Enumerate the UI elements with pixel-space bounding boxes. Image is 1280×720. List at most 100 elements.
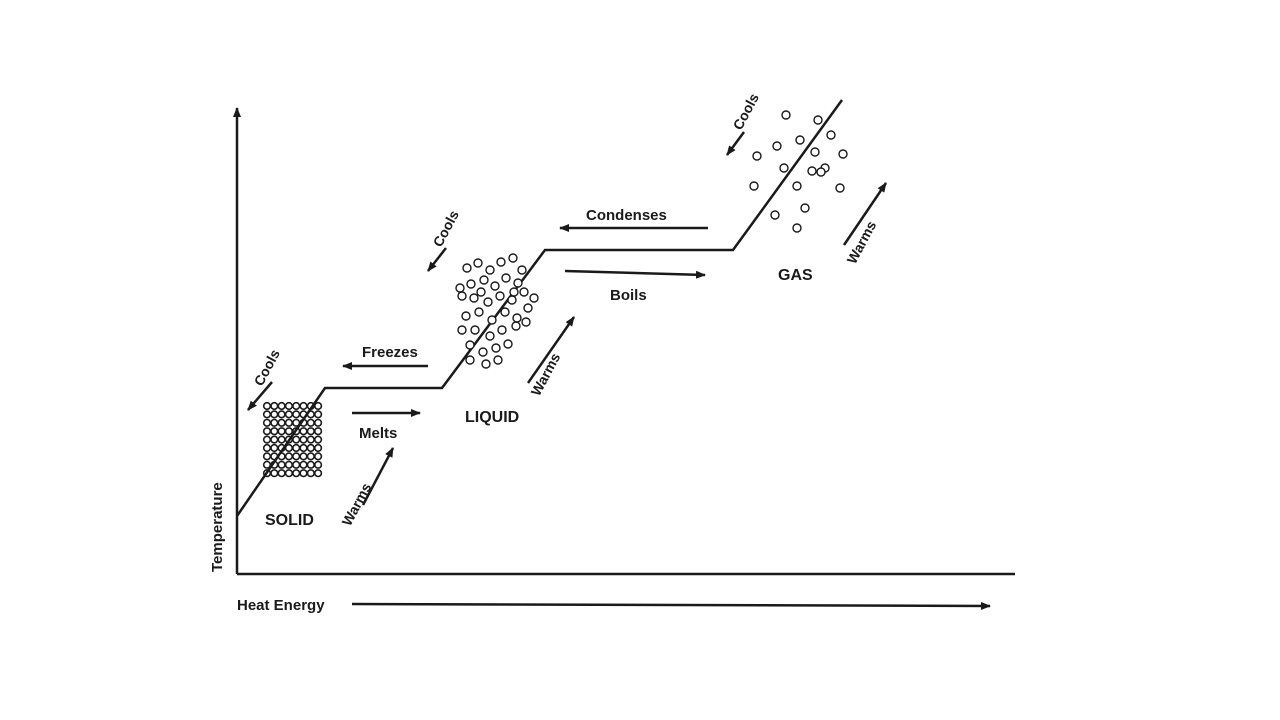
solid-particle	[277, 410, 286, 419]
solid-particle	[314, 443, 323, 453]
solid-particle	[314, 401, 323, 411]
solid-particle	[262, 452, 272, 461]
solid-particle	[270, 427, 279, 436]
boils-label: Boils	[610, 287, 647, 304]
gas-particle	[807, 166, 817, 176]
solid-particle	[306, 443, 315, 453]
solid-particle	[292, 410, 301, 419]
liquid-particle	[485, 331, 495, 341]
liquid-particle	[495, 291, 505, 301]
solid-particle	[284, 418, 294, 427]
heat-energy-arrow	[351, 601, 991, 610]
liquid-particle	[465, 355, 475, 365]
gas-particle	[792, 223, 802, 233]
solid-particle	[306, 469, 315, 478]
gas-particle	[779, 163, 789, 173]
condenses-label: Condenses	[586, 207, 667, 224]
liquid-particle	[455, 283, 465, 293]
solid-particle	[292, 460, 301, 469]
solid-particle	[314, 435, 323, 444]
solid-particle	[284, 460, 294, 469]
solid-particle	[284, 443, 294, 453]
liquid-particle	[457, 291, 467, 301]
gas-warms-label: Warms	[844, 218, 880, 266]
liquid-particle	[474, 307, 484, 317]
liquid-particle	[503, 339, 513, 349]
solid-particle	[262, 418, 272, 427]
solid-particle	[314, 460, 323, 469]
solid-particle	[306, 460, 315, 469]
liquid-particle	[513, 278, 523, 288]
gas-particle	[752, 151, 762, 161]
liquid-particle	[469, 293, 479, 303]
solid-particle	[306, 435, 315, 444]
solid-particle	[314, 452, 323, 461]
solid-particle	[284, 452, 294, 461]
gas-particle	[810, 147, 820, 157]
solid-particle	[292, 418, 301, 427]
liquid-warms-arrow	[526, 316, 576, 384]
liquid-particle	[470, 325, 480, 335]
solid-particles	[262, 401, 323, 478]
gas-particle	[800, 203, 810, 213]
gas-warms-arrow	[842, 182, 888, 246]
gas-particle	[826, 130, 836, 140]
solid-particle	[270, 469, 279, 478]
solid-particle	[262, 401, 272, 411]
gas-particle	[813, 115, 823, 125]
solid-particle	[292, 452, 301, 461]
liquid-particle	[511, 321, 521, 331]
solid-particle	[299, 427, 308, 436]
solid-particle	[277, 418, 286, 427]
solid-particle	[306, 452, 315, 461]
solid-particle	[299, 460, 308, 469]
gas-particles	[749, 110, 848, 233]
solid-particle	[277, 469, 286, 478]
solid-particle	[262, 410, 272, 419]
solid-particle	[314, 410, 323, 419]
gas-particle	[838, 149, 848, 159]
liquid-particle	[508, 253, 518, 263]
solid-particle	[284, 427, 294, 436]
liquid-particle	[466, 279, 476, 289]
liquid-particle	[479, 275, 489, 285]
gas-particle	[770, 210, 780, 220]
solid-particle	[270, 401, 279, 411]
solid-particle	[299, 452, 308, 461]
solid-particle	[277, 460, 286, 469]
freezes-label: Freezes	[362, 344, 418, 361]
liquid-particle	[500, 307, 510, 317]
gas-particle	[816, 167, 826, 177]
solid-cools-label: Cools	[251, 346, 283, 388]
y-axis-label: Temperature	[209, 482, 226, 572]
liquid-particle	[512, 313, 522, 323]
gas-cools-arrow	[725, 131, 746, 156]
liquid-particle	[457, 325, 467, 335]
solid-particle	[314, 427, 323, 436]
liquid-particle	[491, 343, 501, 353]
liquid-particle	[497, 325, 507, 335]
liquid-particle	[473, 258, 483, 268]
liquid-particle	[462, 263, 472, 273]
solid-particle	[299, 443, 308, 453]
solid-particle	[277, 427, 286, 436]
liquid-particle	[517, 265, 527, 275]
solid-particle	[314, 418, 323, 427]
solid-particle	[277, 401, 286, 411]
gas-cools-label: Cools	[730, 90, 762, 132]
gas-particle	[792, 181, 802, 191]
gas-particle	[781, 110, 791, 120]
solid-particle	[270, 443, 279, 453]
solid-cools-arrow	[247, 381, 273, 411]
gas-particle	[749, 181, 759, 191]
liquid-particle	[487, 315, 497, 325]
liquid-particle	[490, 281, 500, 291]
solid-particle	[270, 435, 279, 444]
solid-particle	[314, 469, 323, 478]
liquid-particle	[501, 273, 511, 283]
solid-particle	[306, 410, 315, 419]
gas-label: GAS	[778, 267, 813, 284]
solid-particle	[306, 418, 315, 427]
liquid-particle	[483, 297, 493, 307]
